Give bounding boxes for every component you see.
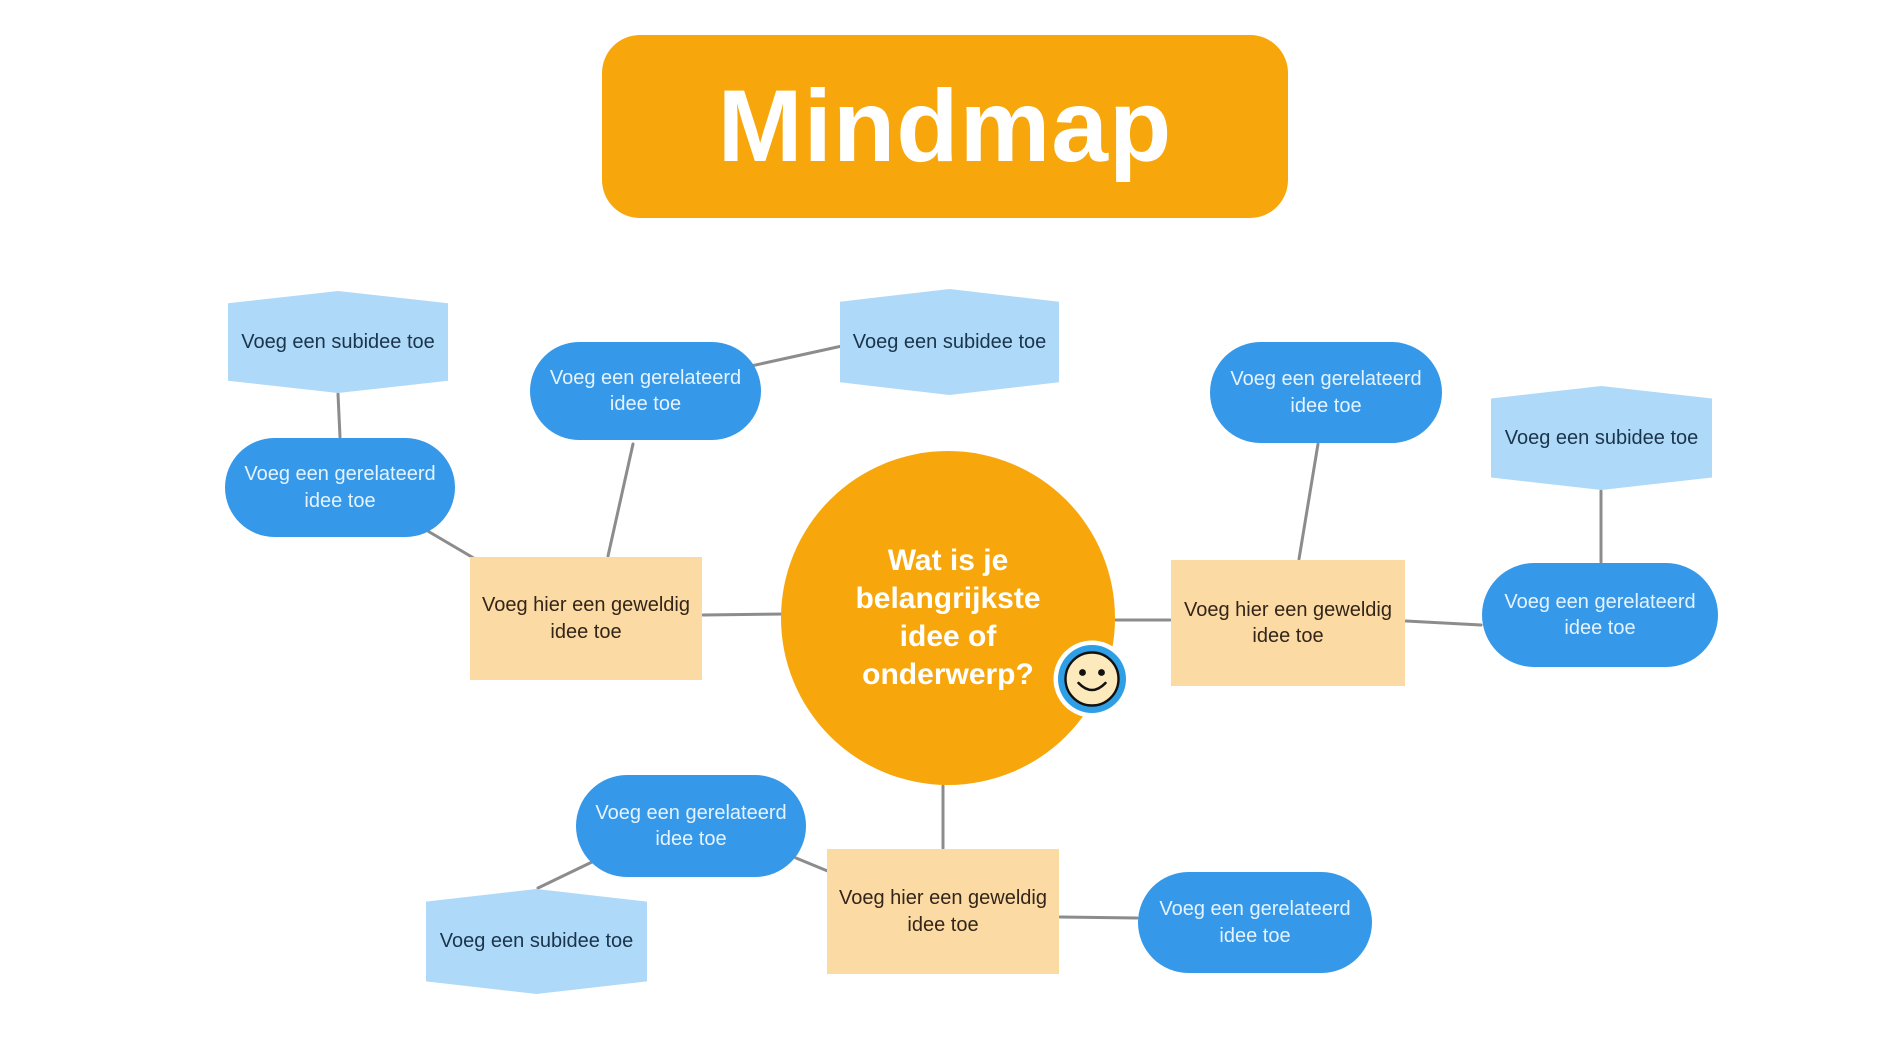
connector-line xyxy=(701,612,788,617)
pill-gerelateerd-right[interactable]: Voeg een gerelateerd idee toe xyxy=(1482,563,1718,667)
node-label: Voeg hier een geweldig idee toe xyxy=(839,887,1047,936)
rect-geweldig-idee-right[interactable]: Voeg hier een geweldig idee toe xyxy=(1171,560,1405,686)
node-label: Voeg een gerelateerd idee toe xyxy=(244,463,436,512)
node-label: Voeg een subidee toe xyxy=(439,930,634,953)
smiley-face-icon[interactable] xyxy=(1053,640,1131,718)
hexagon-subidee-top-center[interactable]: Voeg een subidee toe xyxy=(840,289,1059,395)
rect-geweldig-idee-left[interactable]: Voeg hier een geweldig idee toe xyxy=(470,557,702,680)
pill-gerelateerd-bottom-left[interactable]: Voeg een gerelateerd idee toe xyxy=(576,775,806,877)
hexagon-subidee-top-left[interactable]: Voeg een subidee toe xyxy=(228,291,448,393)
connector-line xyxy=(536,860,594,890)
connector-line xyxy=(1058,915,1139,920)
connector-line xyxy=(1404,619,1483,627)
node-label: Voeg een gerelateerd idee toe xyxy=(1504,590,1696,639)
node-label: Voeg hier een geweldig idee toe xyxy=(482,594,690,643)
pill-gerelateerd-top-right[interactable]: Voeg een gerelateerd idee toe xyxy=(1210,342,1442,443)
central-topic-node[interactable]: Wat is je belangrijkste idee of onderwer… xyxy=(781,451,1115,785)
node-label: Voeg een gerelateerd idee toe xyxy=(595,801,787,850)
connector-line xyxy=(424,528,479,562)
pill-gerelateerd-bottom-right[interactable]: Voeg een gerelateerd idee toe xyxy=(1138,872,1372,973)
node-label: Voeg een subidee toe xyxy=(1504,426,1699,449)
node-label: Voeg een gerelateerd idee toe xyxy=(549,366,742,415)
title-banner[interactable]: Mindmap xyxy=(602,35,1288,218)
rect-geweldig-idee-bottom[interactable]: Voeg hier een geweldig idee toe xyxy=(827,849,1059,974)
central-topic-label: Wat is je belangrijkste idee of onderwer… xyxy=(855,544,1041,691)
node-label: Voeg hier een geweldig idee toe xyxy=(1184,598,1392,647)
hexagon-subidee-right[interactable]: Voeg een subidee toe xyxy=(1491,386,1712,490)
hexagon-subidee-bottom[interactable]: Voeg een subidee toe xyxy=(426,889,647,994)
node-label: Voeg een subidee toe xyxy=(241,330,435,353)
connector-line xyxy=(606,442,635,558)
connector-line xyxy=(1297,442,1320,561)
page-title: Mindmap xyxy=(717,69,1173,183)
node-label: Voeg een gerelateerd idee toe xyxy=(1230,368,1422,417)
node-label: Voeg een subidee toe xyxy=(852,330,1047,353)
pill-gerelateerd-far-left[interactable]: Voeg een gerelateerd idee toe xyxy=(225,438,455,537)
connector-line xyxy=(749,344,844,368)
connector-line xyxy=(794,856,832,874)
node-label: Voeg een gerelateerd idee toe xyxy=(1159,898,1351,947)
connector-line xyxy=(336,392,342,439)
pill-gerelateerd-left-upper[interactable]: Voeg een gerelateerd idee toe xyxy=(530,342,761,440)
